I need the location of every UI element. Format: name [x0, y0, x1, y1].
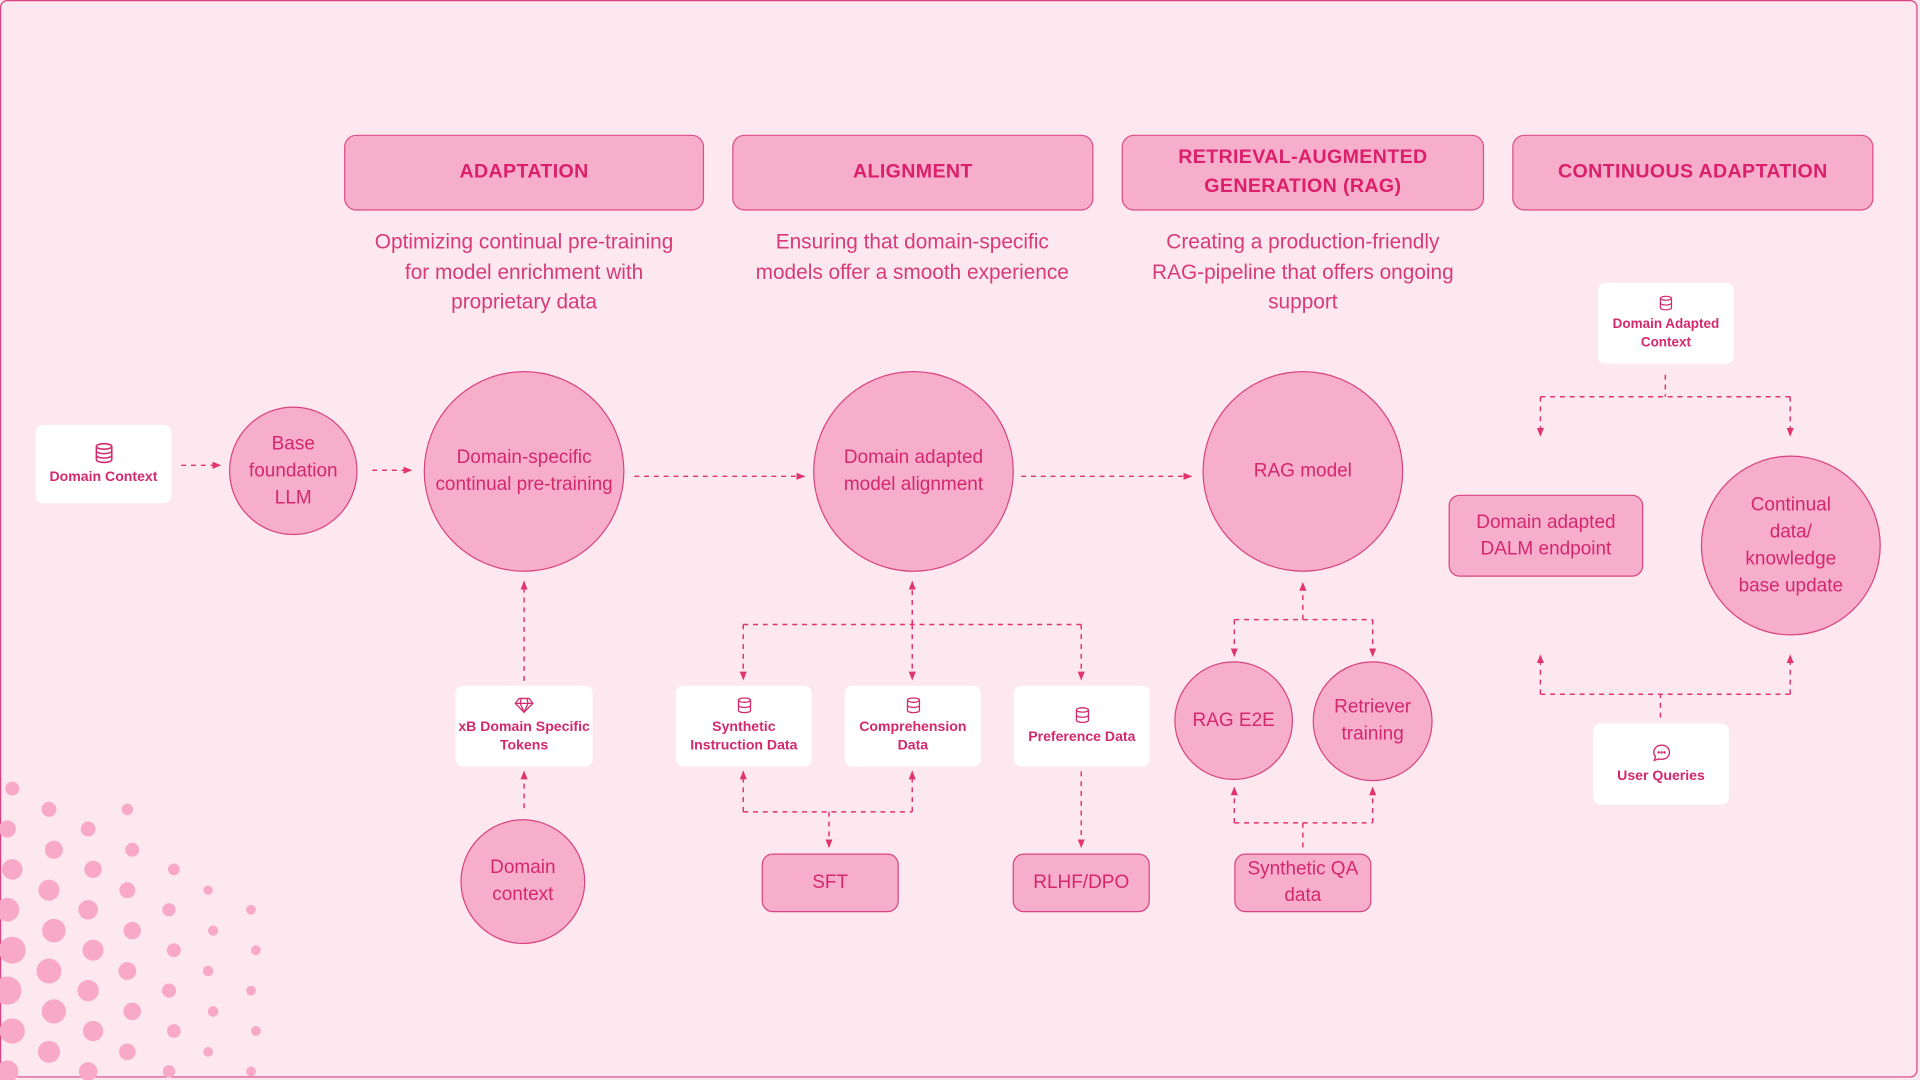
decorative-dot: [44, 840, 63, 859]
decorative-dot: [84, 860, 102, 879]
decorative-dot: [77, 979, 99, 1002]
database-icon: [906, 697, 920, 714]
domain-context-label: Domain Context: [49, 469, 158, 485]
chat-bubble-icon: [1652, 743, 1670, 761]
decorative-dot-pattern: [0, 781, 261, 1080]
decorative-dot: [246, 985, 256, 996]
decorative-dot: [118, 962, 137, 980]
decorative-dot: [207, 1006, 219, 1017]
decorative-dot: [246, 1066, 256, 1077]
decorative-dot: [0, 936, 26, 964]
database-icon: [1075, 706, 1089, 723]
sft-node: SFT: [761, 853, 899, 913]
decorative-dot: [41, 999, 66, 1024]
description-rag: Creating a production-friendly RAG-pipel…: [1152, 230, 1454, 314]
header-continuous-adaptation: CONTINUOUS ADAPTATION: [1512, 134, 1874, 211]
decorative-dot: [0, 1060, 19, 1080]
decorative-dot: [161, 983, 177, 998]
decorative-dot: [168, 863, 180, 876]
synthetic-instruction-label: Synthetic Instruction Data: [690, 720, 798, 754]
decorative-dot: [0, 897, 20, 922]
model-alignment-node: Domain adapted model alignment: [813, 371, 1014, 572]
domain-adapted-context-card: Domain Adapted Context: [1597, 282, 1734, 364]
decorative-dot: [1, 859, 23, 880]
decorative-dot: [42, 918, 66, 943]
decorative-dot: [5, 781, 20, 796]
decorative-dot: [251, 945, 261, 956]
continual-pretraining-node: Domain-specific continual pre-training: [423, 371, 625, 572]
decorative-dot: [202, 965, 214, 977]
comprehension-data-label: Comprehension Data: [859, 720, 967, 754]
preference-data-card: Preference Data: [1013, 685, 1150, 767]
gem-icon: [514, 697, 534, 714]
comprehension-data-card: Comprehension Data: [844, 685, 981, 767]
user-queries-label: User Queries: [1617, 768, 1705, 784]
decorative-dot: [203, 885, 213, 895]
decorative-dot: [37, 1040, 60, 1063]
decorative-dot: [0, 976, 22, 1005]
decorative-dot: [123, 1002, 142, 1021]
synthetic-qa-node: Synthetic QA data: [1234, 853, 1372, 913]
preference-data-label: Preference Data: [1028, 729, 1136, 744]
decorative-dot: [80, 821, 96, 837]
decorative-dot: [119, 882, 136, 899]
header-rag: RETRIEVAL-AUGMENTED GENERATION (RAG): [1121, 134, 1485, 211]
decorative-dot: [162, 1065, 176, 1078]
base-foundation-llm-node: Base foundation LLM: [228, 406, 358, 536]
description-alignment: Ensuring that domain-specific models off…: [755, 230, 1069, 284]
retriever-training-node: Retriever training: [1312, 661, 1433, 782]
decorative-dot: [41, 801, 57, 817]
decorative-dot: [82, 939, 104, 961]
rag-e2e-node: RAG E2E: [1174, 661, 1294, 780]
decorative-dot: [82, 1020, 104, 1042]
rlhf-dpo-node: RLHF/DPO: [1012, 853, 1150, 913]
decorative-dot: [121, 803, 134, 816]
synthetic-instruction-card: Synthetic Instruction Data: [675, 685, 812, 767]
decorative-dot: [119, 1043, 136, 1061]
decorative-dot: [203, 1046, 214, 1057]
decorative-dot: [123, 921, 141, 940]
decorative-dot: [162, 903, 176, 917]
decorative-dot: [78, 900, 98, 920]
description-adaptation: Optimizing continual pre-training for mo…: [374, 230, 674, 314]
header-alignment: ALIGNMENT: [732, 134, 1094, 211]
decorative-dot: [36, 958, 62, 984]
database-icon: [94, 442, 112, 463]
decorative-dot: [38, 879, 60, 901]
domain-context-node: Domain context: [460, 819, 586, 945]
domain-adapted-context-label: Domain Adapted Context: [1612, 317, 1720, 350]
knowledge-base-update-node: Continual data/ knowledge base update: [1700, 455, 1881, 636]
decorative-dot: [251, 1026, 261, 1036]
decorative-dot: [207, 925, 219, 936]
domain-context-card: Domain Context: [35, 424, 172, 504]
header-adaptation: ADAPTATION: [344, 134, 705, 211]
decorative-dot: [125, 842, 140, 857]
decorative-dot: [78, 1062, 98, 1080]
decorative-dot: [246, 904, 256, 915]
decorative-dot: [0, 1018, 25, 1044]
dalm-endpoint-node: Domain adapted DALM endpoint: [1448, 494, 1644, 577]
decorative-dot: [0, 820, 16, 838]
xb-tokens-label: xB Domain Specific Tokens: [458, 720, 590, 754]
decorative-dot: [166, 943, 181, 958]
rag-model-node: RAG model: [1202, 371, 1404, 572]
xb-tokens-card: xB Domain Specific Tokens: [455, 685, 593, 767]
database-icon: [1659, 295, 1673, 311]
decorative-dot: [167, 1024, 181, 1038]
database-icon: [737, 697, 751, 714]
user-queries-card: User Queries: [1593, 723, 1729, 805]
